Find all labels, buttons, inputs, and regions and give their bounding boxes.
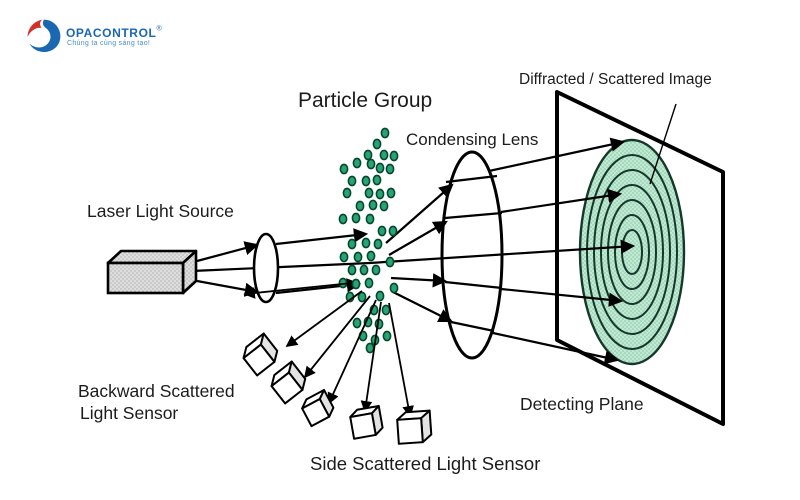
laser-source-box	[106, 249, 198, 295]
particle-dot	[347, 264, 357, 276]
diffraction-pattern	[578, 138, 686, 366]
particle-dot	[339, 251, 349, 263]
particle-dot	[361, 237, 371, 249]
particle-dot	[365, 342, 375, 354]
side-sensor-label: Side Scattered Light Sensor	[310, 453, 540, 474]
particle-dot	[389, 150, 399, 162]
particle-dot	[339, 163, 349, 175]
logo-tagline: Chúng ta cùng sáng tạo!	[67, 40, 151, 47]
particle-dot	[342, 187, 352, 199]
beam-ray	[275, 228, 369, 246]
particle-dot	[373, 238, 383, 250]
particle-dot	[351, 212, 361, 224]
particle-dot	[353, 251, 363, 263]
particle-dot	[359, 264, 369, 276]
focused-ray	[500, 188, 623, 214]
particle-dot	[364, 277, 374, 289]
scatter-ray	[327, 299, 377, 405]
particle-dot	[377, 225, 387, 237]
laser-ray	[196, 279, 260, 297]
particle-dot	[379, 149, 389, 161]
scatter-ray	[360, 301, 382, 413]
particle-dot	[372, 138, 382, 150]
particle-dot	[357, 291, 367, 303]
scattered-ray	[390, 273, 448, 288]
backward-sensor-cube	[270, 360, 307, 405]
particle-dot	[347, 238, 357, 250]
backward-sensor-label-line1: Backward Scattered	[78, 381, 235, 401]
particle-dot	[375, 162, 385, 174]
focused-ray	[500, 287, 624, 307]
scatter-ray	[388, 302, 414, 418]
particle-dot	[352, 317, 362, 329]
particle-dot	[372, 174, 382, 186]
particle-dot	[382, 330, 392, 342]
optical-axis-ray	[191, 239, 636, 273]
particle-dot	[366, 158, 376, 170]
side-sensor-cube	[301, 389, 335, 428]
detecting-plane-label: Detecting Plane	[520, 394, 644, 414]
registered-mark: ®	[156, 25, 162, 33]
particle-dot	[379, 200, 389, 212]
particle-dot	[347, 175, 357, 187]
particle-dot	[368, 199, 378, 211]
backward-scatter-ray	[243, 282, 353, 299]
particle-dot	[380, 127, 390, 139]
collimating-lens	[252, 232, 280, 304]
diffracted-image-label: Diffracted / Scattered Image	[519, 71, 712, 88]
particle-dot	[386, 187, 396, 199]
diffracted-image-pointer-line	[649, 103, 677, 185]
scatter-ray	[285, 290, 363, 348]
logo-brand-text: OPACONTROL	[66, 26, 157, 40]
particle-group-label: Particle Group	[298, 89, 432, 112]
scattered-ray	[388, 220, 448, 256]
particle-dot	[365, 213, 375, 225]
particle-dot	[385, 163, 395, 175]
laser-ray	[196, 241, 260, 263]
logo-red-swirl	[27, 19, 43, 37]
particle-dot	[361, 175, 371, 187]
side-sensor-cube	[349, 404, 384, 440]
particle-dot	[388, 225, 398, 237]
particle-dot	[375, 188, 385, 200]
condensing-lens-label: Condensing Lens	[406, 130, 538, 149]
particle-dot	[355, 200, 365, 212]
particle-dot	[351, 278, 361, 290]
focused-ray	[492, 331, 620, 365]
side-sensor-cube	[396, 409, 433, 445]
particle-dot	[381, 304, 391, 316]
particle-dot	[375, 290, 385, 302]
focused-rays	[191, 137, 636, 365]
particle-dot	[352, 157, 362, 169]
backward-sensor-label-line2: Light Sensor	[80, 403, 178, 423]
logo-blue-swirl	[29, 19, 61, 52]
scatter-ray	[303, 295, 371, 379]
opacontrol-logo-icon	[27, 19, 61, 52]
particle-dot	[363, 149, 373, 161]
particle-dot	[364, 187, 374, 199]
particle-dot	[366, 250, 376, 262]
particle-dot	[338, 213, 348, 225]
particle-dot	[389, 282, 399, 294]
particle-dot	[371, 264, 381, 276]
particle-dot	[385, 256, 395, 268]
scattered-to-lens-rays	[385, 183, 454, 322]
scattered-ray	[385, 183, 454, 244]
scatter-arrows	[243, 282, 414, 418]
scattered-ray	[392, 291, 453, 322]
focused-ray	[488, 137, 626, 173]
opacontrol-logo: OPACONTROL® Chúng ta cùng sáng tạo!	[22, 16, 252, 62]
laser-source-label: Laser Light Source	[87, 201, 234, 221]
backward-sensor-cube	[242, 332, 279, 377]
